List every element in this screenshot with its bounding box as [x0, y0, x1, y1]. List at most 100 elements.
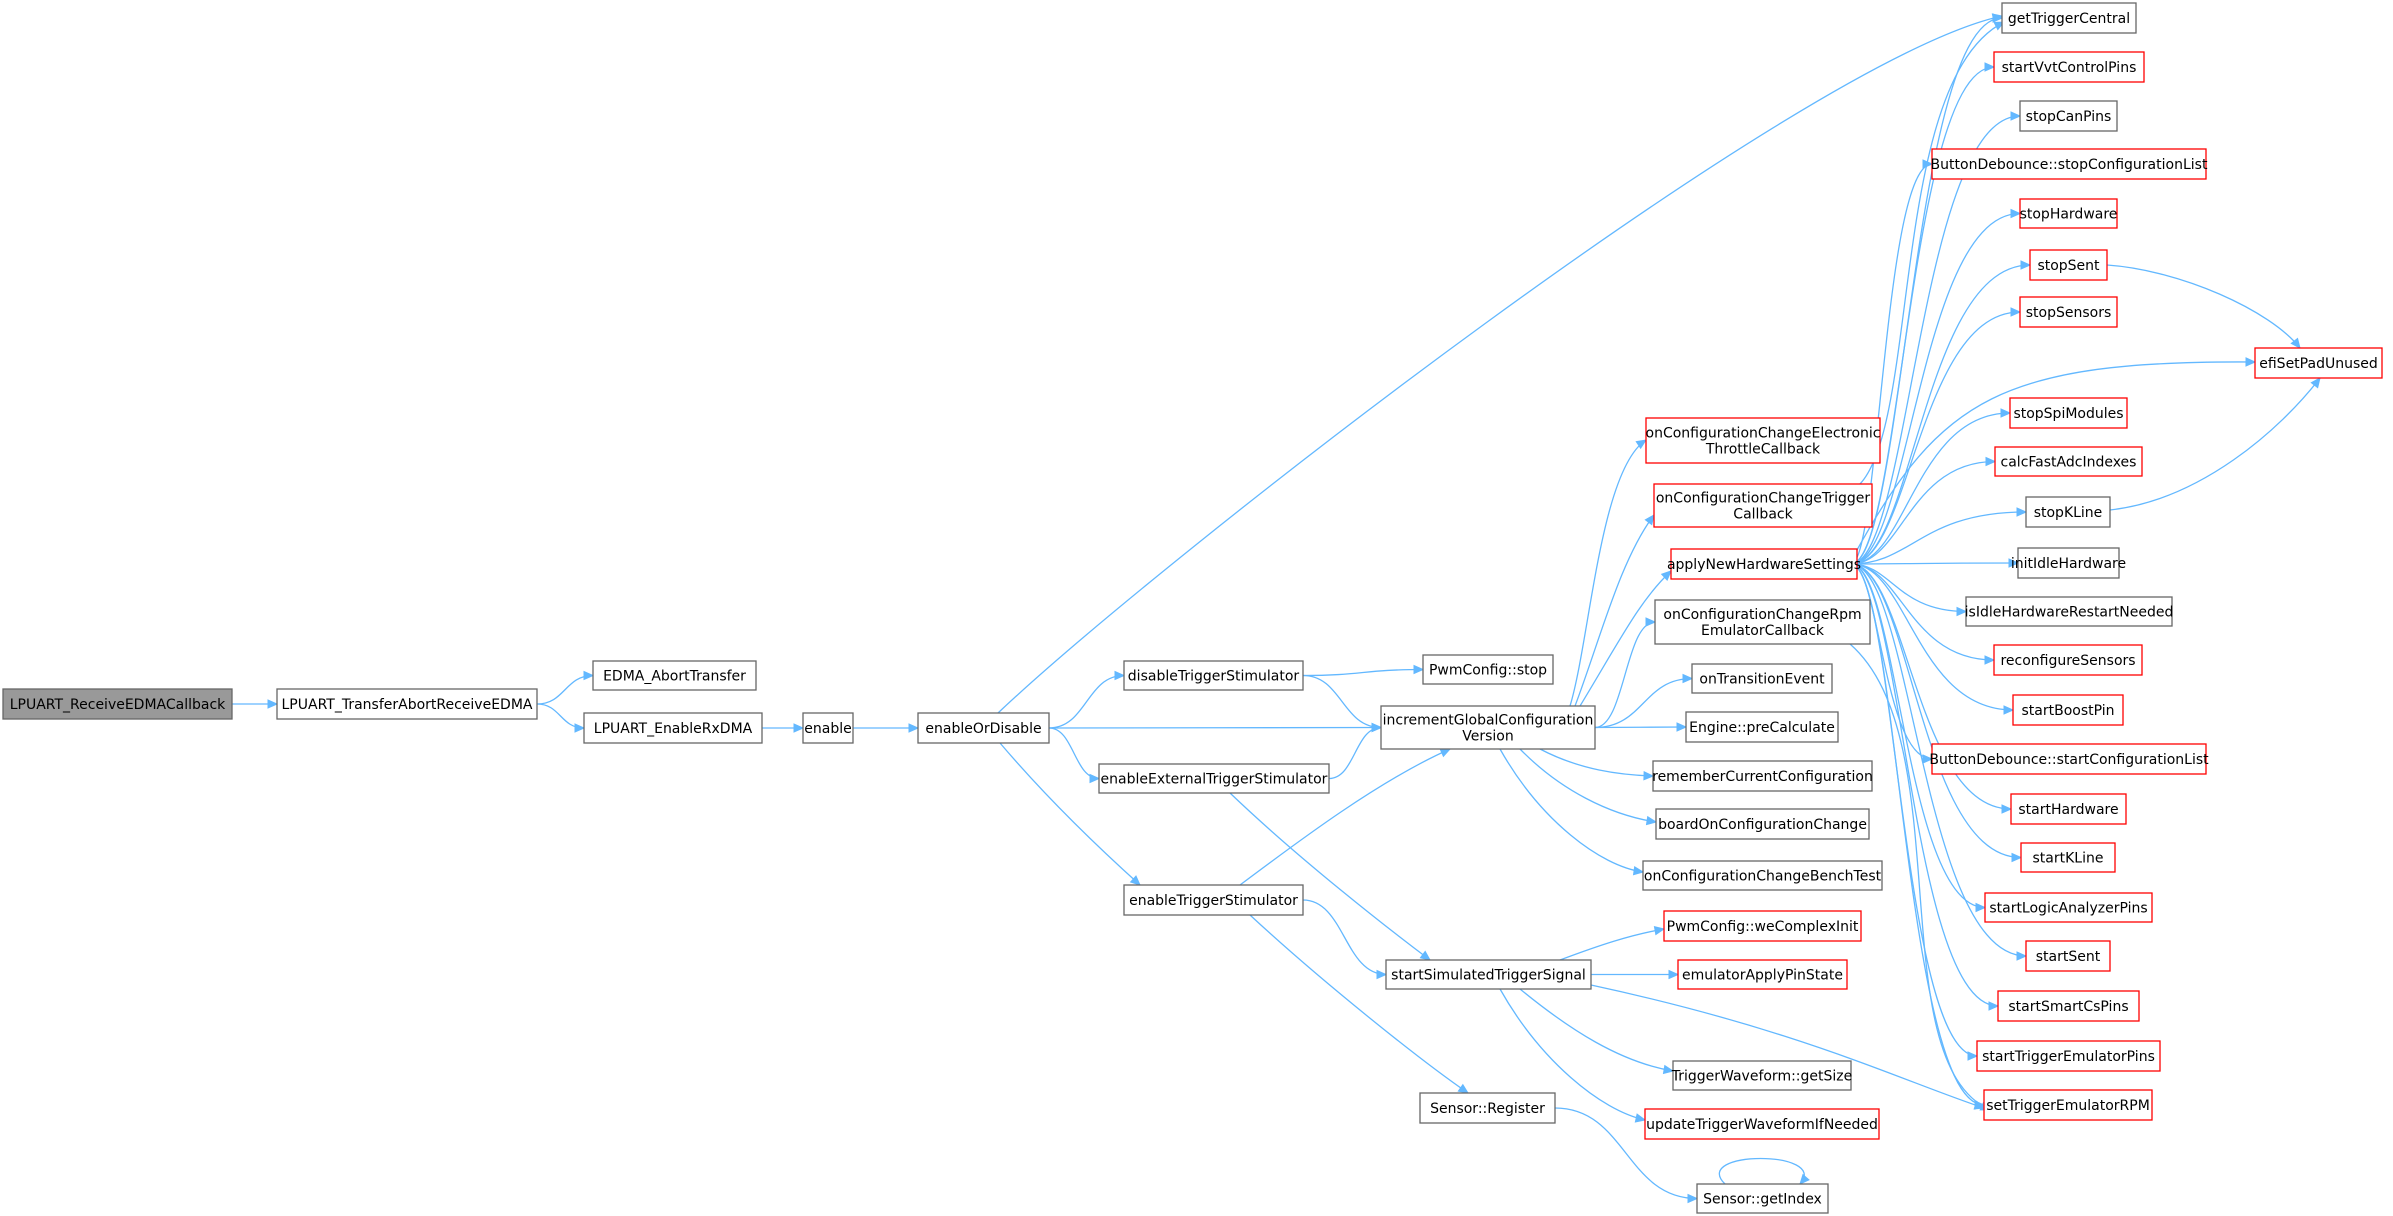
- node-stopspimodules[interactable]: stopSpiModules: [2009, 397, 2128, 429]
- node-lpuart-receiveedmacallback[interactable]: LPUART_ReceiveEDMACallback: [2, 688, 233, 720]
- node-lpuart-enablerxdma[interactable]: LPUART_EnableRxDMA: [583, 712, 763, 744]
- node-box: [1685, 711, 1839, 743]
- node-enableexternaltriggerstimulator[interactable]: enableExternalTriggerStimulator: [1098, 763, 1330, 794]
- node-enable[interactable]: enable: [802, 712, 854, 744]
- node-label: enableOrDisable: [925, 721, 1041, 737]
- node-calcfastadcindexes[interactable]: calcFastAdcIndexes: [1994, 446, 2143, 477]
- edge-applynewhardwaresettings-to-calcfastadcindexes: [1850, 460, 1996, 565]
- node-box: [1677, 959, 1848, 990]
- node-onconfigurationchangebenchtest[interactable]: onConfigurationChangeBenchTest: [1642, 860, 1883, 891]
- node-applynewhardwaresettings[interactable]: applyNewHardwareSettings: [1667, 548, 1861, 580]
- node-box: [1672, 1060, 1852, 1091]
- node-label: startTriggerEmulatorPins: [1982, 1049, 2155, 1065]
- node-edma-aborttransfer[interactable]: EDMA_AbortTransfer: [592, 660, 757, 691]
- node-sensor-register[interactable]: Sensor::Register: [1419, 1092, 1556, 1124]
- arrowhead: [1984, 655, 1996, 665]
- node-box: [2010, 793, 2127, 825]
- node-boardonconfigurationchange[interactable]: boardOnConfigurationChange: [1655, 808, 1870, 840]
- arrowhead: [1676, 722, 1688, 732]
- node-emulatorapplypinstate[interactable]: emulatorApplyPinState: [1677, 959, 1848, 990]
- edge-enableordisable-to-gettriggercentral: [997, 15, 2003, 714]
- arrowhead: [1371, 722, 1383, 733]
- node-disabletriggerstimulator[interactable]: disableTriggerStimulator: [1123, 660, 1304, 691]
- node-box: [276, 688, 538, 720]
- node-isidlehardwarerestartneeded[interactable]: isIdleHardwareRestartNeeded: [1965, 596, 2174, 627]
- node-starttriggeremulatorpins[interactable]: startTriggerEmulatorPins: [1976, 1040, 2161, 1072]
- node-stopsent[interactable]: stopSent: [2029, 249, 2108, 281]
- node-label: startVvtControlPins: [2002, 60, 2137, 76]
- node-settriggeremulatorrpm[interactable]: setTriggerEmulatorRPM: [1983, 1089, 2153, 1121]
- node-startsent[interactable]: startSent: [2025, 940, 2111, 972]
- node-box: [1655, 808, 1870, 840]
- node-box: [1696, 1183, 1829, 1214]
- arrowhead: [908, 723, 920, 733]
- arrowhead: [1419, 950, 1431, 961]
- node-ontransitionevent[interactable]: onTransitionEvent: [1691, 663, 1833, 694]
- node-startkline[interactable]: startKLine: [2020, 842, 2116, 873]
- node-updatetriggerwaveformifneeded[interactable]: updateTriggerWaveformIfNeeded: [1644, 1108, 1880, 1140]
- node-box: [917, 712, 1050, 744]
- arrowhead: [1457, 1083, 1470, 1094]
- node-label: calcFastAdcIndexes: [2001, 455, 2137, 471]
- node-label: emulatorApplyPinState: [1682, 968, 1843, 984]
- node-label: enableTriggerStimulator: [1129, 893, 1298, 909]
- edge-incrementglobalconfigurationversion-to-ontransitionevent: [1594, 677, 1693, 729]
- node-label: Engine::preCalculate: [1689, 720, 1835, 736]
- edge-incrementglobalconfigurationversion-to-onconfigurationchangerpmemulatorcallback: [1594, 621, 1656, 729]
- node-box: [1931, 148, 2207, 180]
- node-initidlehardware[interactable]: initIdleHardware: [2011, 547, 2126, 579]
- node-startboostpin[interactable]: startBoostPin: [2012, 694, 2124, 726]
- node-engine-precalculate[interactable]: Engine::preCalculate: [1685, 711, 1839, 743]
- edge-disabletriggerstimulator-to-pwmconfig-stop: [1302, 668, 1424, 677]
- arrowhead: [1988, 1001, 2000, 1011]
- node-stopkline[interactable]: stopKLine: [2025, 496, 2111, 528]
- node-label: LPUART_EnableRxDMA: [594, 721, 753, 737]
- edge-incrementglobalconfigurationversion-to-onconfigurationchangeelectronicthrottlecallback: [1569, 439, 1647, 707]
- edge-enableordisable-to-disabletriggerstimulator: [1048, 674, 1125, 729]
- node-reconfiguresensors[interactable]: reconfigureSensors: [1993, 644, 2143, 676]
- node-pwmconfig-stop[interactable]: PwmConfig::stop: [1422, 654, 1554, 685]
- node-enableordisable[interactable]: enableOrDisable: [917, 712, 1050, 744]
- node-buttondebounce-stopconfigurationlist[interactable]: ButtonDebounce::stopConfigurationList: [1931, 148, 2208, 180]
- node-label: ThrottleCallback: [1705, 442, 1821, 458]
- node-label: onConfigurationChangeBenchTest: [1644, 869, 1882, 885]
- edge-startsimulatedtriggersignal-to-updatetriggerwaveformifneeded: [1499, 988, 1646, 1121]
- node-remembercurrentconfiguration[interactable]: rememberCurrentConfiguration: [1652, 760, 1873, 792]
- node-onconfigurationchangeelectronicthrottlecallback[interactable]: onConfigurationChangeElectronicThrottleC…: [1645, 417, 1881, 464]
- node-starthardware[interactable]: startHardware: [2010, 793, 2127, 825]
- node-sensor-getindex[interactable]: Sensor::getIndex: [1696, 1183, 1829, 1214]
- node-stopcanpins[interactable]: stopCanPins: [2019, 100, 2118, 132]
- node-efisetpadunused[interactable]: efiSetPadUnused: [2254, 347, 2383, 379]
- arrowhead: [2020, 260, 2032, 270]
- node-gettriggercentral[interactable]: getTriggerCentral: [2001, 2, 2137, 34]
- node-stophardware[interactable]: stopHardware: [2019, 198, 2118, 229]
- node-enabletriggerstimulator[interactable]: enableTriggerStimulator: [1123, 884, 1304, 916]
- node-label: TriggerWaveform::getSize: [1671, 1069, 1853, 1085]
- node-startsimulatedtriggersignal[interactable]: startSimulatedTriggerSignal: [1385, 959, 1592, 990]
- node-box: [1123, 884, 1304, 916]
- node-triggerwaveform-getsize[interactable]: TriggerWaveform::getSize: [1671, 1060, 1853, 1091]
- node-stopsensors[interactable]: stopSensors: [2019, 296, 2118, 328]
- node-startlogicanalyzerpins[interactable]: startLogicAnalyzerPins: [1984, 892, 2153, 923]
- node-box: [1976, 1040, 2161, 1072]
- arrowhead: [1992, 13, 2004, 23]
- edge-onconfigurationchangetriggercallback-to-gettriggercentral: [1859, 21, 2005, 485]
- arrowhead: [1644, 514, 1655, 526]
- edge-enableexternaltriggerstimulator-to-startsimulatedtriggersignal: [1229, 792, 1431, 961]
- node-box: [1653, 483, 1873, 528]
- node-startsmartcspins[interactable]: startSmartCsPins: [1997, 990, 2140, 1022]
- node-box: [1663, 910, 1862, 942]
- node-label: stopHardware: [2020, 207, 2118, 223]
- node-pwmconfig-wecomplexinit[interactable]: PwmConfig::weComplexInit: [1663, 910, 1862, 942]
- arrowhead: [2010, 111, 2022, 121]
- node-startvvtcontrolpins[interactable]: startVvtControlPins: [1993, 51, 2145, 83]
- arrowhead: [1922, 754, 1934, 764]
- node-buttondebounce-startconfigurationlist[interactable]: ButtonDebounce::startConfigurationList: [1929, 743, 2209, 775]
- node-label: onConfigurationChangeTrigger: [1656, 491, 1871, 507]
- edge-stopkline-to-efisetpadunused: [2109, 377, 2321, 511]
- node-box: [1691, 663, 1833, 694]
- node-lpuart-transferabortreceiveedma[interactable]: LPUART_TransferAbortReceiveEDMA: [276, 688, 538, 720]
